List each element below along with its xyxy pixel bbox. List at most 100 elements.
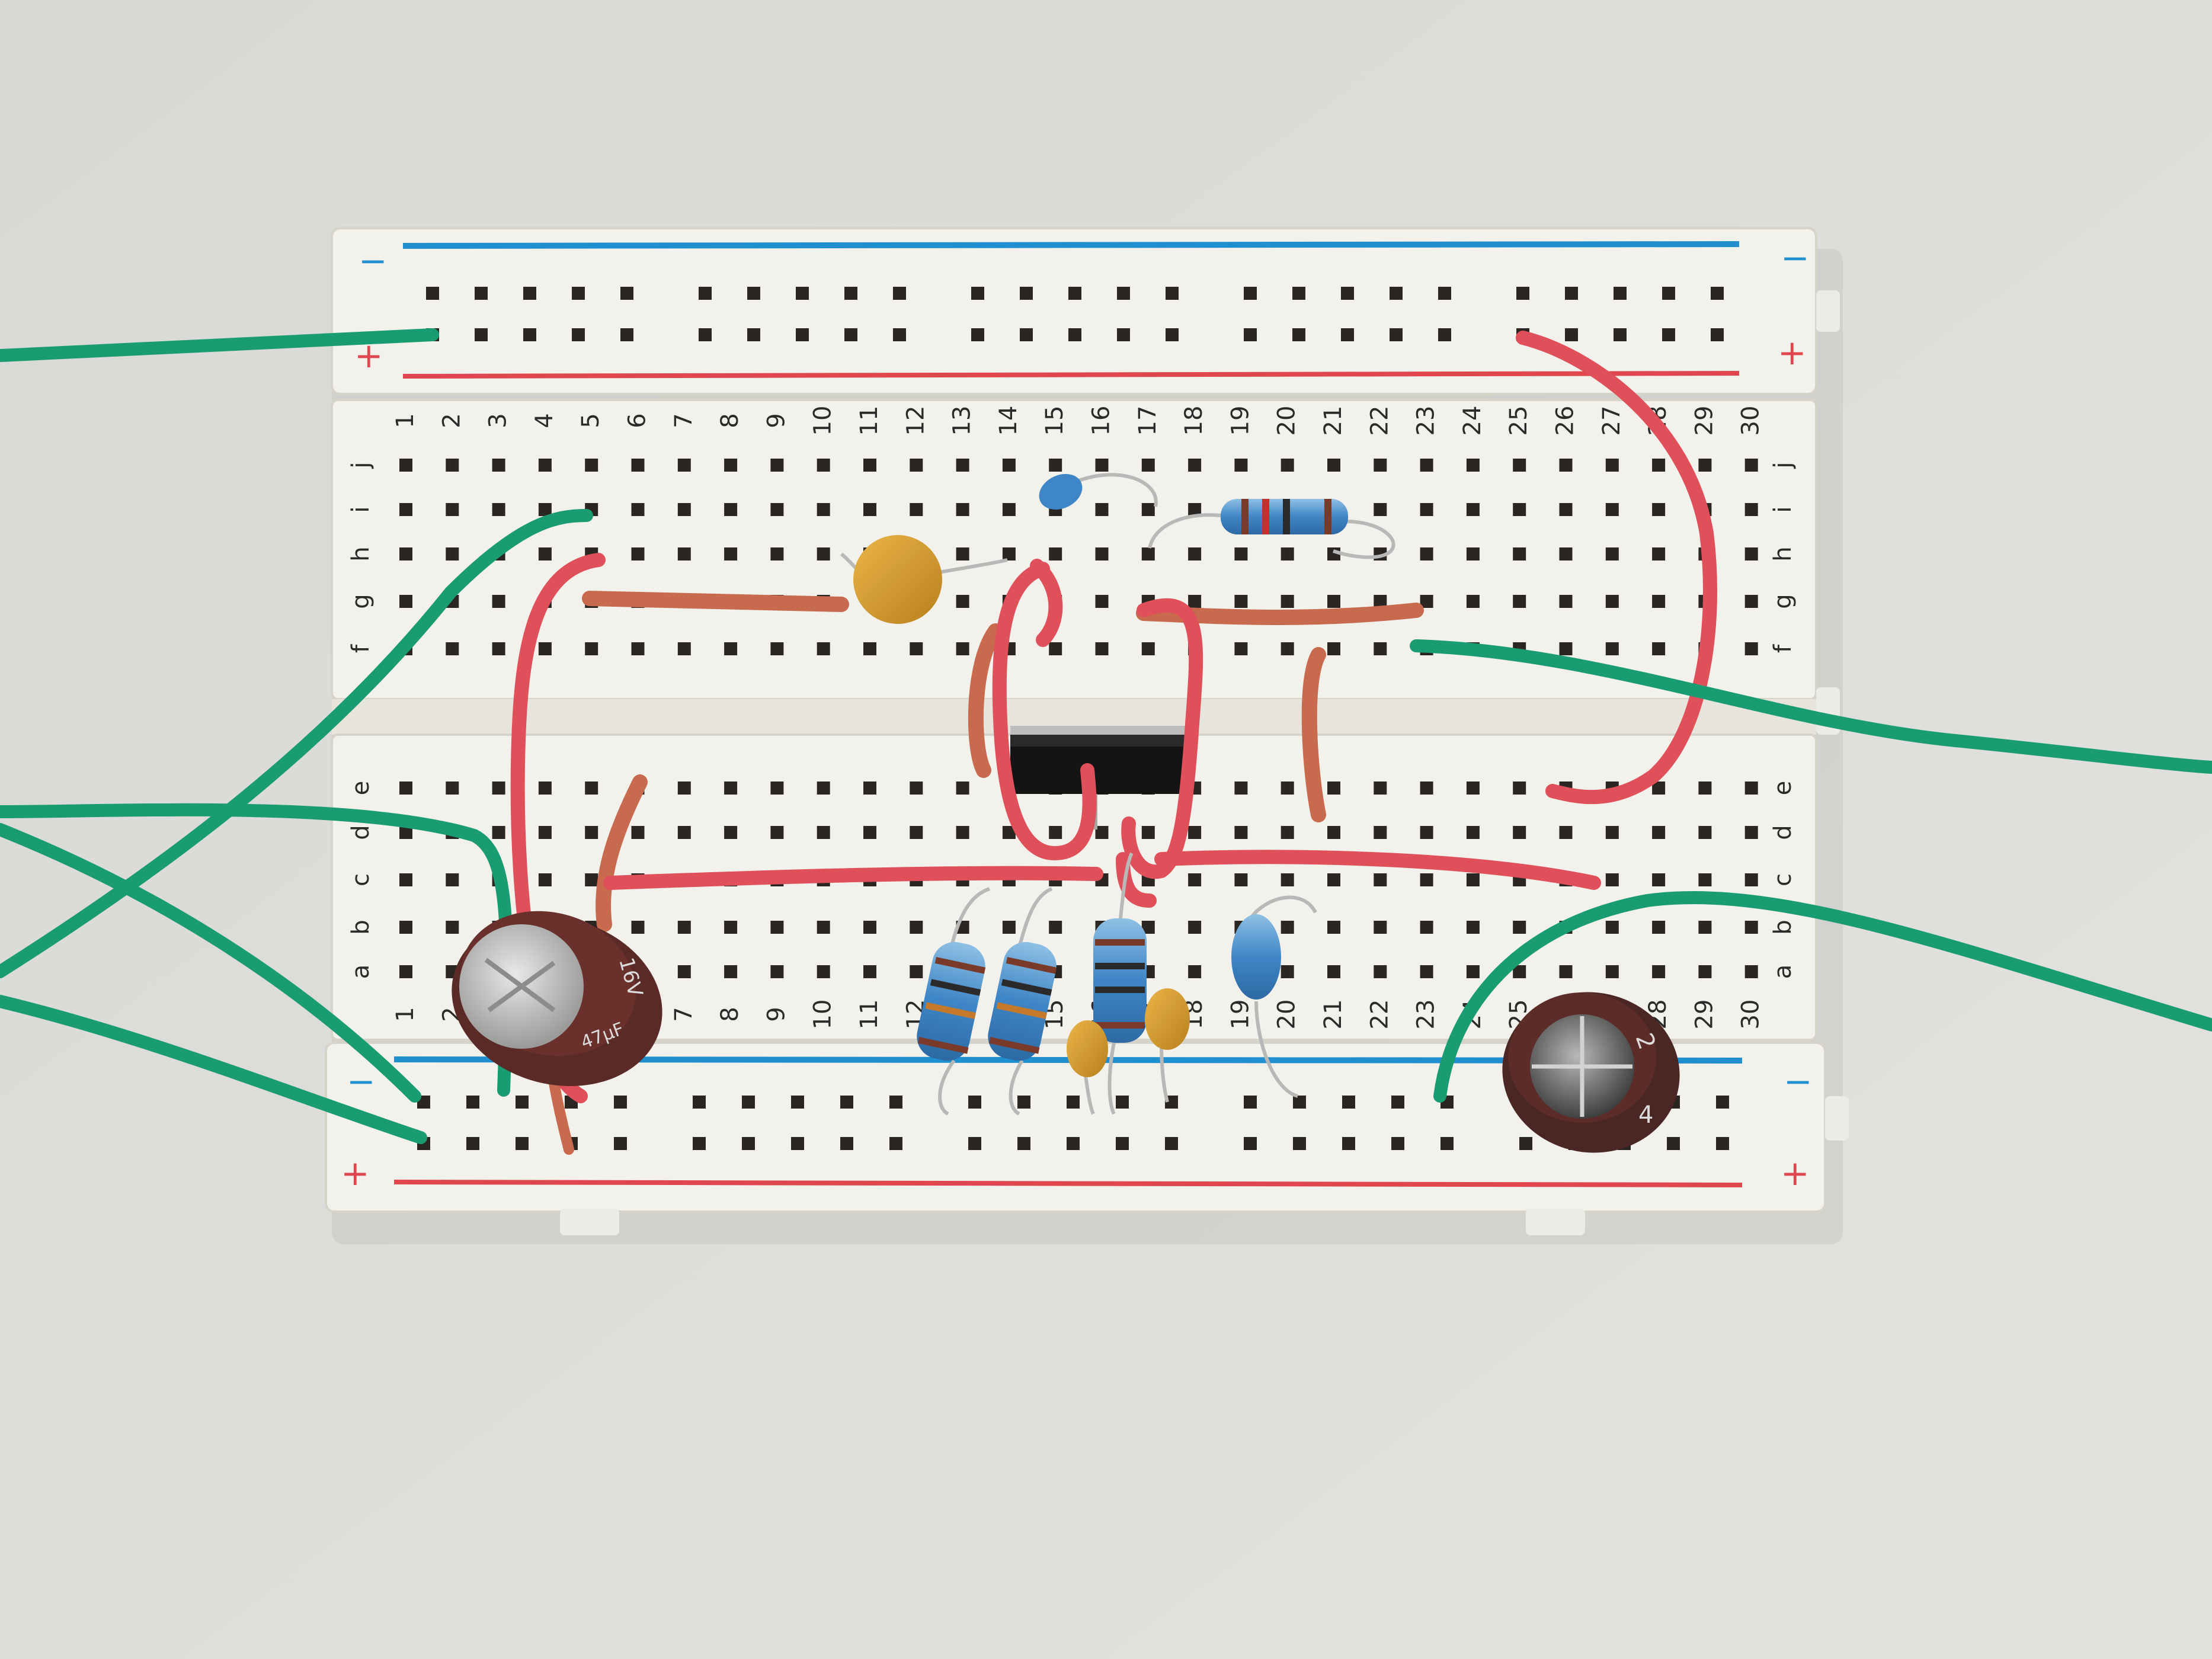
tie-point — [1466, 873, 1480, 886]
tie-point — [1281, 873, 1294, 886]
column-number: 25 — [1505, 406, 1532, 436]
tie-point — [1327, 782, 1340, 795]
column-number: 17 — [1134, 406, 1161, 436]
tie-point — [1188, 965, 1202, 978]
orange-jumper-row-g-right — [1136, 603, 1424, 625]
top-right-minus: − — [1781, 238, 1810, 278]
column-number: 6 — [624, 413, 651, 428]
rail-tie-point — [523, 287, 536, 300]
orange-jumper-bottom-left — [596, 774, 648, 932]
tie-point — [1327, 921, 1340, 934]
tie-point — [1652, 782, 1666, 795]
tie-point — [399, 921, 412, 934]
tie-point — [677, 459, 691, 472]
tie-point — [1327, 595, 1340, 608]
column-number: 9 — [763, 413, 790, 428]
tie-point — [1605, 459, 1619, 472]
rail-tie-point — [1438, 328, 1451, 341]
tie-point — [1744, 965, 1758, 978]
tie-point — [492, 503, 505, 516]
rail-tie-point — [1293, 1137, 1306, 1150]
rail-tie-point — [1117, 287, 1130, 300]
tie-point — [446, 547, 459, 561]
row-letter: a — [347, 965, 374, 979]
rail-tie-point — [516, 1137, 529, 1150]
rail-tie-point — [1020, 287, 1033, 300]
resistor-bottom-2 — [988, 887, 1057, 1116]
tie-point — [1049, 921, 1062, 934]
tie-point — [1141, 921, 1155, 934]
rail-tie-point — [1390, 287, 1403, 300]
rail-tie-point — [791, 1096, 804, 1109]
tie-point — [1374, 921, 1387, 934]
tie-point — [446, 503, 459, 516]
tie-point — [1605, 642, 1619, 655]
tie-point — [1698, 782, 1712, 795]
tie-point — [1234, 595, 1248, 608]
tie-point — [1049, 547, 1062, 561]
rail-tie-point — [1067, 1096, 1080, 1109]
tie-point — [1095, 595, 1109, 608]
tie-point — [817, 547, 830, 561]
tie-point — [1559, 642, 1573, 655]
tie-point — [1002, 826, 1016, 839]
column-number: 7 — [670, 413, 697, 428]
rail-tie-point — [1244, 328, 1257, 341]
tie-point — [1744, 547, 1758, 561]
rail-tie-point — [889, 1137, 902, 1150]
rail-tie-point — [1068, 328, 1081, 341]
tie-point — [585, 873, 598, 886]
tie-point — [399, 459, 412, 472]
row-letter: g — [1769, 594, 1797, 608]
top-left-minus: − — [358, 241, 388, 281]
rail-tie-point — [516, 1096, 529, 1109]
tie-point — [399, 826, 412, 839]
tie-point — [677, 503, 691, 516]
rail-tie-point — [889, 1096, 902, 1109]
tie-point — [863, 503, 876, 516]
row-letter: j — [1769, 462, 1797, 469]
tie-point — [1141, 826, 1155, 839]
rail-tie-point — [796, 328, 809, 341]
rail-tie-point — [466, 1096, 479, 1109]
column-number: 19 — [1227, 406, 1254, 436]
rail-tie-point — [1017, 1096, 1030, 1109]
rail-tie-point — [1711, 287, 1724, 300]
top-rail-blue-line — [402, 241, 1740, 249]
row-letter: f — [347, 644, 374, 653]
capacitor-right-print-2: 4 — [1638, 1101, 1653, 1129]
tie-point — [910, 921, 923, 934]
tie-point — [1281, 921, 1294, 934]
tie-point — [446, 873, 459, 886]
red-wire-ic-left-coil — [992, 562, 1097, 861]
rail-tie-point — [840, 1137, 853, 1150]
tie-point — [1744, 826, 1758, 839]
tie-point — [585, 459, 598, 472]
tie-point — [1095, 547, 1109, 561]
tie-point — [446, 921, 459, 934]
tie-point — [724, 547, 738, 561]
green-wire-right-bottom — [1433, 891, 2212, 1103]
tie-point — [1374, 642, 1387, 655]
tie-point — [956, 826, 969, 839]
bottom-left-minus: − — [347, 1061, 376, 1101]
rail-tie-point — [1391, 1137, 1404, 1150]
rail-tie-point — [968, 1137, 981, 1150]
orange-jumper-row-g-left — [582, 591, 849, 612]
rail-tie-point — [747, 328, 760, 341]
row-letter: d — [347, 825, 374, 840]
tie-point — [1652, 965, 1666, 978]
tie-point — [585, 782, 598, 795]
rail-tie-point — [1116, 1096, 1129, 1109]
tie-point — [399, 595, 412, 608]
tie-point — [492, 782, 505, 795]
tie-point — [1513, 965, 1526, 978]
rail-tie-point — [1244, 287, 1257, 300]
rail-tie-point — [840, 1096, 853, 1109]
tie-point — [1095, 503, 1109, 516]
tie-point — [1327, 826, 1340, 839]
tie-point — [724, 459, 738, 472]
tie-point — [1559, 595, 1573, 608]
rail-tie-point — [475, 287, 488, 300]
tie-point — [1605, 547, 1619, 561]
